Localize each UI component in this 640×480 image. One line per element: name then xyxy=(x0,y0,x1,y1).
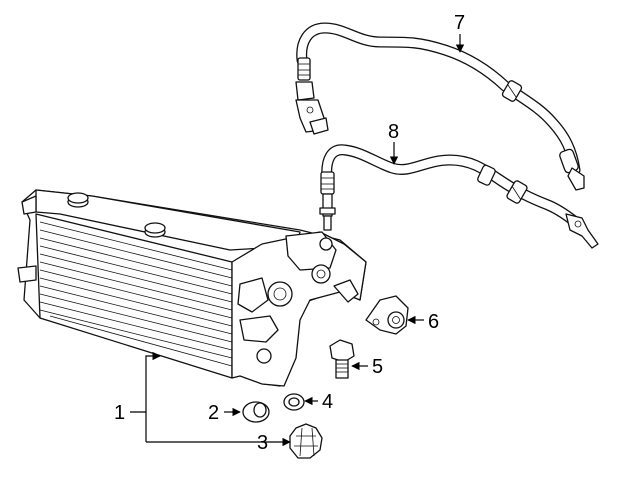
cooler-line-8 xyxy=(319,144,599,249)
callout-4: 4 xyxy=(322,391,333,413)
oil-cooler xyxy=(17,189,367,387)
part-3-nut xyxy=(289,423,323,459)
callout-1: 1 xyxy=(114,402,125,424)
cooler-line-7 xyxy=(295,22,585,191)
callout-2: 2 xyxy=(208,402,219,424)
part-6-sensor xyxy=(365,295,409,335)
callout-6: 6 xyxy=(428,311,439,333)
callout-7: 7 xyxy=(454,12,465,34)
callout-3: 3 xyxy=(257,432,268,454)
callout-5: 5 xyxy=(372,356,383,378)
callout-leaders xyxy=(130,34,465,447)
cooler-fins xyxy=(39,221,233,367)
part-5-bolt xyxy=(329,339,355,379)
part-2-plug xyxy=(242,401,270,423)
part-4-washer xyxy=(283,393,305,411)
callout-8: 8 xyxy=(388,121,399,143)
